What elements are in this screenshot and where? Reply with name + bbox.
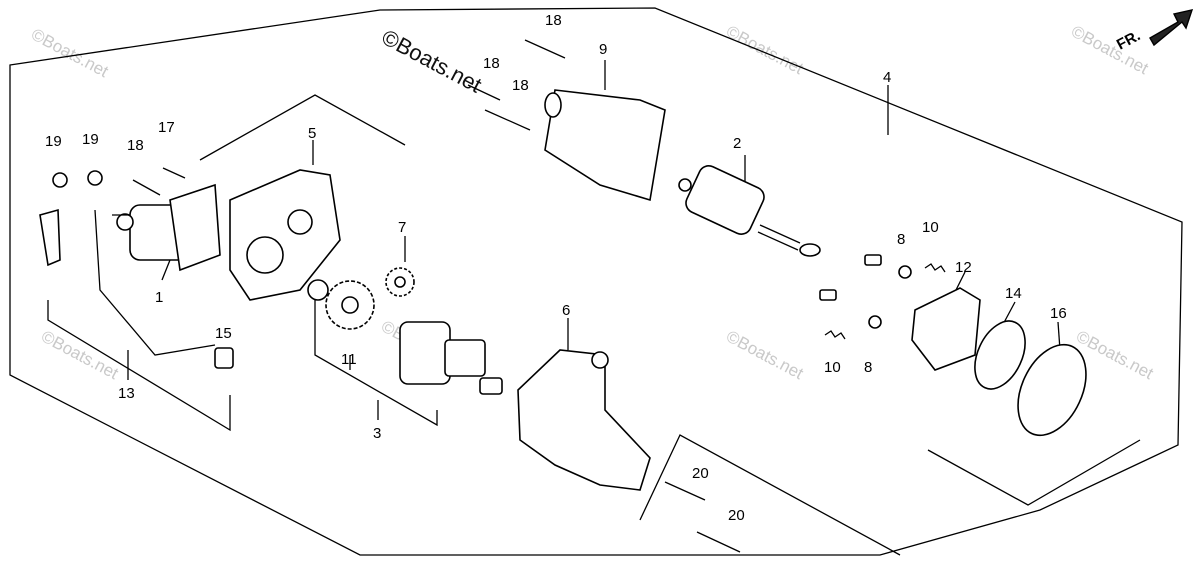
callout-17: 17 (158, 119, 175, 136)
callout-11: 11 (341, 351, 357, 368)
callout-14: 14 (1005, 285, 1022, 302)
pinion-clutch-part (399, 321, 503, 395)
arrow-icon (1149, 9, 1194, 47)
callout-16: 16 (1050, 305, 1067, 322)
callout-12: 12 (955, 259, 972, 276)
callout-2: 2 (733, 135, 741, 152)
callout-8-upper: 8 (897, 231, 905, 248)
housing-part (517, 349, 651, 491)
bolts (52, 39, 741, 553)
callout-18-right: 18 (512, 77, 529, 94)
callout-1: 1 (155, 289, 163, 306)
callout-10-upper: 10 (922, 219, 939, 236)
bracket-lines (47, 60, 1141, 556)
callout-15: 15 (215, 325, 232, 342)
yoke-part (544, 89, 666, 202)
callout-4: 4 (883, 69, 891, 86)
brush-holder-part (911, 287, 981, 371)
callout-18-mid: 18 (483, 55, 500, 72)
callout-labels: 1 2 3 4 5 6 7 8 8 9 10 10 11 12 13 14 15… (45, 12, 1067, 524)
main-watermark: ©Boats.net (378, 24, 486, 97)
armature-part (678, 165, 821, 257)
callout-9: 9 (599, 41, 607, 58)
callout-19-right: 19 (82, 131, 99, 148)
watermark: ©Boats.net (1068, 22, 1152, 79)
callout-19-left: 19 (45, 133, 62, 150)
cable-part (39, 208, 234, 369)
callout-10-lower: 10 (824, 359, 841, 376)
plate-part (974, 320, 1026, 390)
callout-13: 13 (118, 385, 135, 402)
assembly-outline (9, 7, 1183, 556)
callout-20-upper: 20 (692, 465, 709, 482)
watermark: ©Boats.net (723, 327, 807, 384)
callout-18-top: 18 (545, 12, 562, 29)
callout-7: 7 (398, 219, 406, 236)
callout-5: 5 (308, 125, 316, 142)
watermark: ©Boats.net (723, 22, 807, 79)
callout-20-lower: 20 (728, 507, 745, 524)
end-cover-part (229, 169, 341, 301)
solenoid-part (112, 183, 221, 272)
brushes-and-springs (819, 254, 946, 340)
o-ring-part (1017, 343, 1087, 437)
gear-part (325, 280, 375, 330)
washer-part (307, 279, 329, 301)
watermark: ©Boats.net (28, 25, 112, 82)
callout-6: 6 (562, 302, 570, 319)
callout-3: 3 (373, 425, 381, 442)
callout-18-left: 18 (127, 137, 144, 154)
front-direction-indicator: FR. (1114, 9, 1194, 54)
small-gear-part (385, 267, 415, 297)
callout-8-lower: 8 (864, 359, 872, 376)
watermark: ©Boats.net (38, 327, 122, 384)
